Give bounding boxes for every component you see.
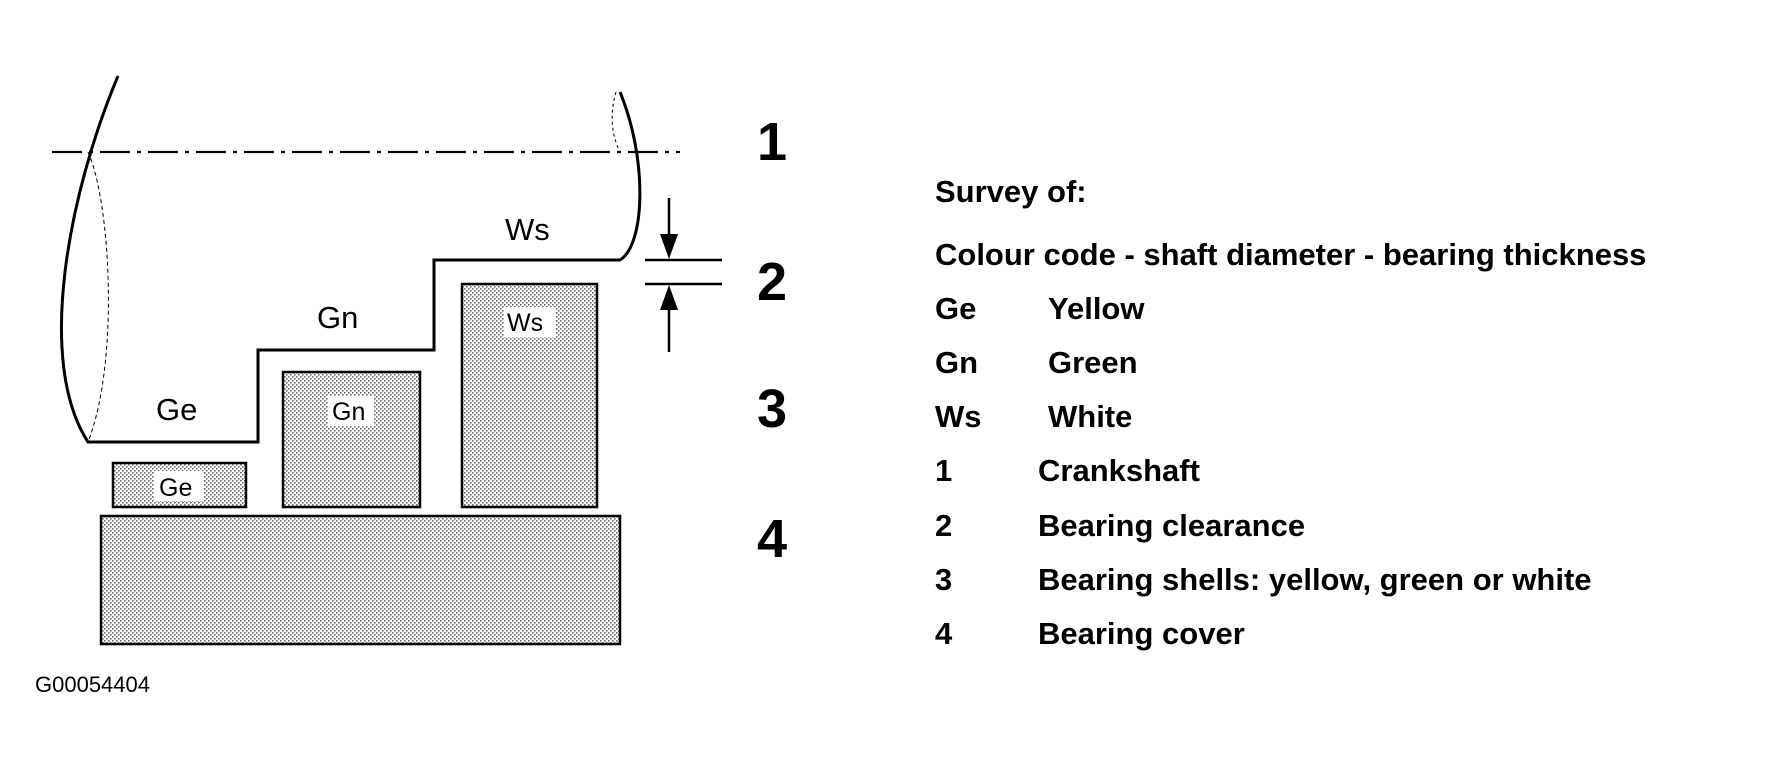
legend-code-color: White bbox=[1048, 399, 1133, 434]
step-label-ge: Ge bbox=[156, 392, 197, 427]
shell-label-ge: Ge bbox=[159, 474, 192, 502]
legend-code-color: Green bbox=[1048, 345, 1138, 380]
legend-code: Gn bbox=[935, 345, 979, 380]
legend-item-label: Bearing clearance bbox=[1038, 508, 1306, 543]
legend-item-number: 4 bbox=[935, 616, 953, 651]
step-label-gn: Gn bbox=[317, 300, 358, 335]
legend-heading: Survey of: bbox=[935, 174, 1087, 209]
step-label-ws: Ws bbox=[505, 212, 550, 247]
callout-2: 2 bbox=[757, 252, 788, 312]
clearance-arrowhead-down bbox=[660, 234, 678, 259]
crankshaft-back-edge bbox=[87, 151, 109, 443]
callout-3: 3 bbox=[757, 379, 788, 439]
callout-1: 1 bbox=[757, 112, 788, 172]
shell-label-ws: Ws bbox=[507, 309, 543, 337]
clearance-arrowhead-up bbox=[660, 285, 678, 310]
legend-item-number: 3 bbox=[935, 562, 953, 597]
callout-4: 4 bbox=[757, 509, 788, 569]
legend-code: Ge bbox=[935, 291, 977, 326]
bearing-shell-gn bbox=[281, 370, 422, 509]
legend-item-label: Bearing shells: yellow, green or white bbox=[1038, 562, 1592, 597]
legend-item-label: Crankshaft bbox=[1038, 453, 1200, 488]
shell-gn-label-bg bbox=[328, 396, 374, 426]
bearing-cover bbox=[99, 514, 622, 646]
legend-item-label: Bearing cover bbox=[1038, 616, 1245, 651]
shell-ge-label-bg bbox=[154, 471, 204, 501]
legend-item-number: 2 bbox=[935, 508, 953, 543]
shell-ws-label-bg bbox=[504, 307, 556, 337]
shell-label-gn: Gn bbox=[332, 398, 365, 426]
legend-code-color: Yellow bbox=[1048, 291, 1145, 326]
legend-subheading: Colour code - shaft diameter - bearing t… bbox=[935, 237, 1647, 272]
crankshaft-break-line bbox=[611, 91, 621, 153]
legend-item-number: 1 bbox=[935, 453, 953, 488]
legend-code: Ws bbox=[935, 399, 982, 434]
figure-id: G00054404 bbox=[35, 672, 150, 697]
